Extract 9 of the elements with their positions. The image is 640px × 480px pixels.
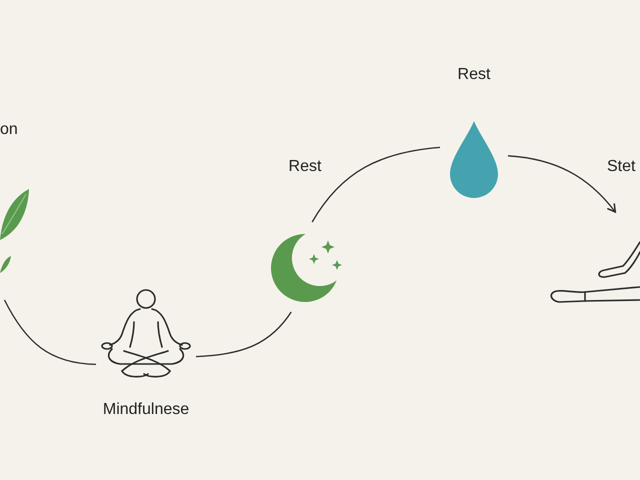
node-label: on: [0, 120, 18, 140]
node-label: Rest: [458, 65, 490, 85]
arrow: [508, 155, 616, 213]
connector-line: [4, 300, 96, 366]
node-label: Mindfulnese: [102, 400, 190, 420]
connector-line: [196, 312, 292, 358]
connector-line: [312, 146, 440, 222]
label-text: Stet: [607, 157, 636, 177]
node-label: Rest: [288, 157, 322, 177]
